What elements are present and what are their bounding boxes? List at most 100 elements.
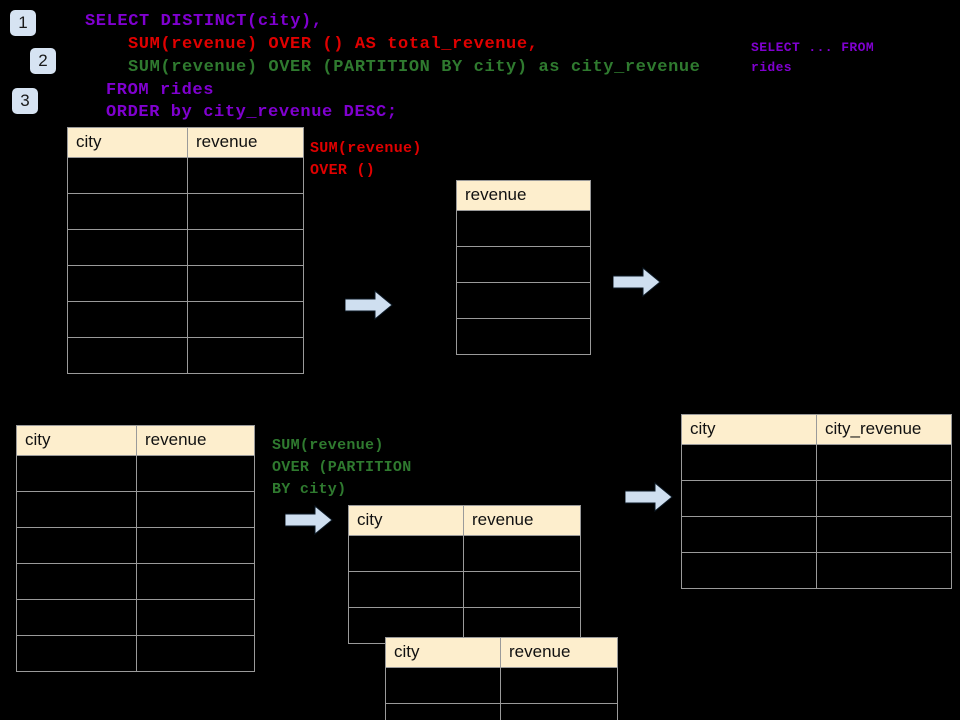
table-row xyxy=(348,571,581,608)
table-cell xyxy=(681,516,817,553)
table-cell xyxy=(816,552,952,589)
table-cell xyxy=(187,337,304,374)
table-cell xyxy=(456,318,591,355)
table-cell xyxy=(136,491,255,528)
sql-line-select: SELECT DISTINCT(city), xyxy=(85,12,323,31)
table-cell xyxy=(67,229,188,266)
table-row xyxy=(456,210,591,247)
table-row xyxy=(456,246,591,283)
table-cell xyxy=(16,527,137,564)
table-cell xyxy=(136,455,255,492)
annotation-sum-over-empty: SUM(revenue) OVER () xyxy=(310,140,422,179)
table-row xyxy=(16,491,255,528)
table-row xyxy=(385,703,618,720)
table-cell xyxy=(16,635,137,672)
table-row xyxy=(67,229,304,266)
table-cell xyxy=(136,527,255,564)
step-badge-1: 1 xyxy=(10,10,36,36)
table-cell xyxy=(16,491,137,528)
table-row xyxy=(16,635,255,672)
table-cell xyxy=(67,193,188,230)
table-row xyxy=(681,444,952,481)
column-header: revenue xyxy=(463,505,581,536)
table-row xyxy=(348,535,581,572)
table-cell xyxy=(136,563,255,600)
sql-side-note: SELECT ... FROM rides xyxy=(751,40,875,75)
table-cell xyxy=(385,667,501,704)
column-header: revenue xyxy=(456,180,591,211)
table-cell xyxy=(385,703,501,720)
table-cell xyxy=(136,635,255,672)
table-cell xyxy=(816,516,952,553)
table-row xyxy=(681,480,952,517)
column-header: city xyxy=(681,414,817,445)
table-cell xyxy=(187,229,304,266)
sql-line-total-revenue: SUM(revenue) OVER () AS total_revenue, xyxy=(128,35,539,54)
table-cell xyxy=(16,599,137,636)
table-header-row: revenue xyxy=(456,180,591,211)
arrow-total-to-result xyxy=(612,266,661,298)
arrow-right-icon xyxy=(344,289,393,321)
column-header: city xyxy=(67,127,188,158)
table-cell xyxy=(456,246,591,283)
table-cell xyxy=(16,455,137,492)
sql-line-order-by: ORDER by city_revenue DESC; xyxy=(106,103,398,122)
table-row xyxy=(67,157,304,194)
table-cell xyxy=(816,444,952,481)
table-cell xyxy=(187,193,304,230)
table-cell xyxy=(16,563,137,600)
table-cell xyxy=(348,571,464,608)
sql-line-city-revenue: SUM(revenue) OVER (PARTITION BY city) as… xyxy=(128,58,701,77)
column-header: city xyxy=(385,637,501,668)
step-badge-2: 2 xyxy=(30,48,56,74)
table-cell xyxy=(456,282,591,319)
table-cell xyxy=(187,301,304,338)
arrow-source-to-partition xyxy=(284,504,333,536)
table-cell xyxy=(463,571,581,608)
table-row xyxy=(16,599,255,636)
column-header: revenue xyxy=(136,425,255,456)
table-row xyxy=(456,282,591,319)
column-header: city xyxy=(16,425,137,456)
sql-line-from: FROM rides xyxy=(106,81,215,100)
table-cell xyxy=(67,157,188,194)
arrow-right-icon xyxy=(284,504,333,536)
table-cell xyxy=(463,535,581,572)
annotation-sum-over-partition: SUM(revenue) OVER (PARTITION BY city) xyxy=(272,437,412,498)
table-cell xyxy=(348,535,464,572)
column-header: city_revenue xyxy=(816,414,952,445)
table-row xyxy=(456,318,591,355)
table-cell xyxy=(816,480,952,517)
table-cell xyxy=(67,337,188,374)
table-row xyxy=(681,516,952,553)
table-row xyxy=(67,193,304,230)
table-cell xyxy=(187,265,304,302)
table-cell xyxy=(136,599,255,636)
table-cell xyxy=(681,444,817,481)
table-cell xyxy=(681,552,817,589)
table-row xyxy=(16,527,255,564)
table-cell xyxy=(187,157,304,194)
table-row xyxy=(67,301,304,338)
total-revenue-table: revenue xyxy=(456,180,591,355)
table-cell xyxy=(67,301,188,338)
table-row xyxy=(681,552,952,589)
table-row xyxy=(385,667,618,704)
column-header: revenue xyxy=(187,127,304,158)
table-row xyxy=(16,455,255,492)
table-cell xyxy=(500,703,618,720)
column-header: city xyxy=(348,505,464,536)
table-row xyxy=(67,265,304,302)
arrow-right-icon xyxy=(612,266,661,298)
arrow-source-to-total xyxy=(344,289,393,321)
table-cell xyxy=(456,210,591,247)
table-cell xyxy=(67,265,188,302)
